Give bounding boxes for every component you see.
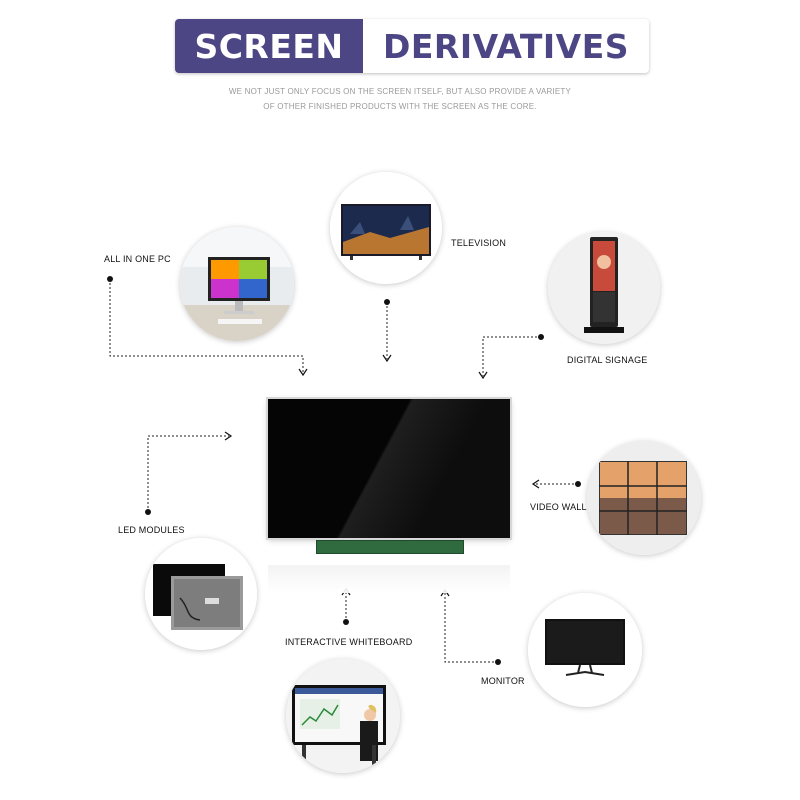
video-wall-image	[587, 441, 701, 555]
label-digital-signage: DIGITAL SIGNAGE	[567, 355, 648, 365]
digital-signage-image	[548, 232, 660, 344]
connector-led-modules	[147, 435, 229, 512]
connector-monitor	[444, 592, 498, 663]
television-image	[330, 172, 442, 284]
title-banner: SCREEN DERIVATIVES	[175, 19, 649, 73]
label-led-modules: LED MODULES	[118, 525, 185, 535]
label-monitor: MONITOR	[481, 676, 525, 686]
panel-circuit-board	[316, 540, 464, 554]
label-all-in-one-pc: ALL IN ONE PC	[104, 254, 171, 264]
label-video-wall: VIDEO WALL	[530, 502, 587, 512]
connector-all-in-one	[109, 279, 304, 373]
interactive-whiteboard-image	[286, 659, 400, 773]
panel-gloss	[268, 399, 510, 538]
all-in-one-pc-image	[180, 227, 294, 341]
label-interactive-whiteboard: INTERACTIVE WHITEBOARD	[285, 637, 413, 647]
title-right: DERIVATIVES	[382, 26, 630, 66]
title-left: SCREEN	[175, 19, 363, 73]
subtitle-line-2: OF OTHER FINISHED PRODUCTS WITH THE SCRE…	[263, 102, 537, 111]
monitor-image	[528, 593, 642, 707]
subtitle-line-1: WE NOT JUST ONLY FOCUS ON THE SCREEN ITS…	[228, 87, 572, 96]
led-modules-image	[145, 538, 257, 650]
central-lcd-panel	[268, 399, 510, 538]
panel-reflection	[268, 565, 510, 593]
label-television: TELEVISION	[451, 238, 507, 248]
connector-digital-signage	[482, 336, 541, 376]
